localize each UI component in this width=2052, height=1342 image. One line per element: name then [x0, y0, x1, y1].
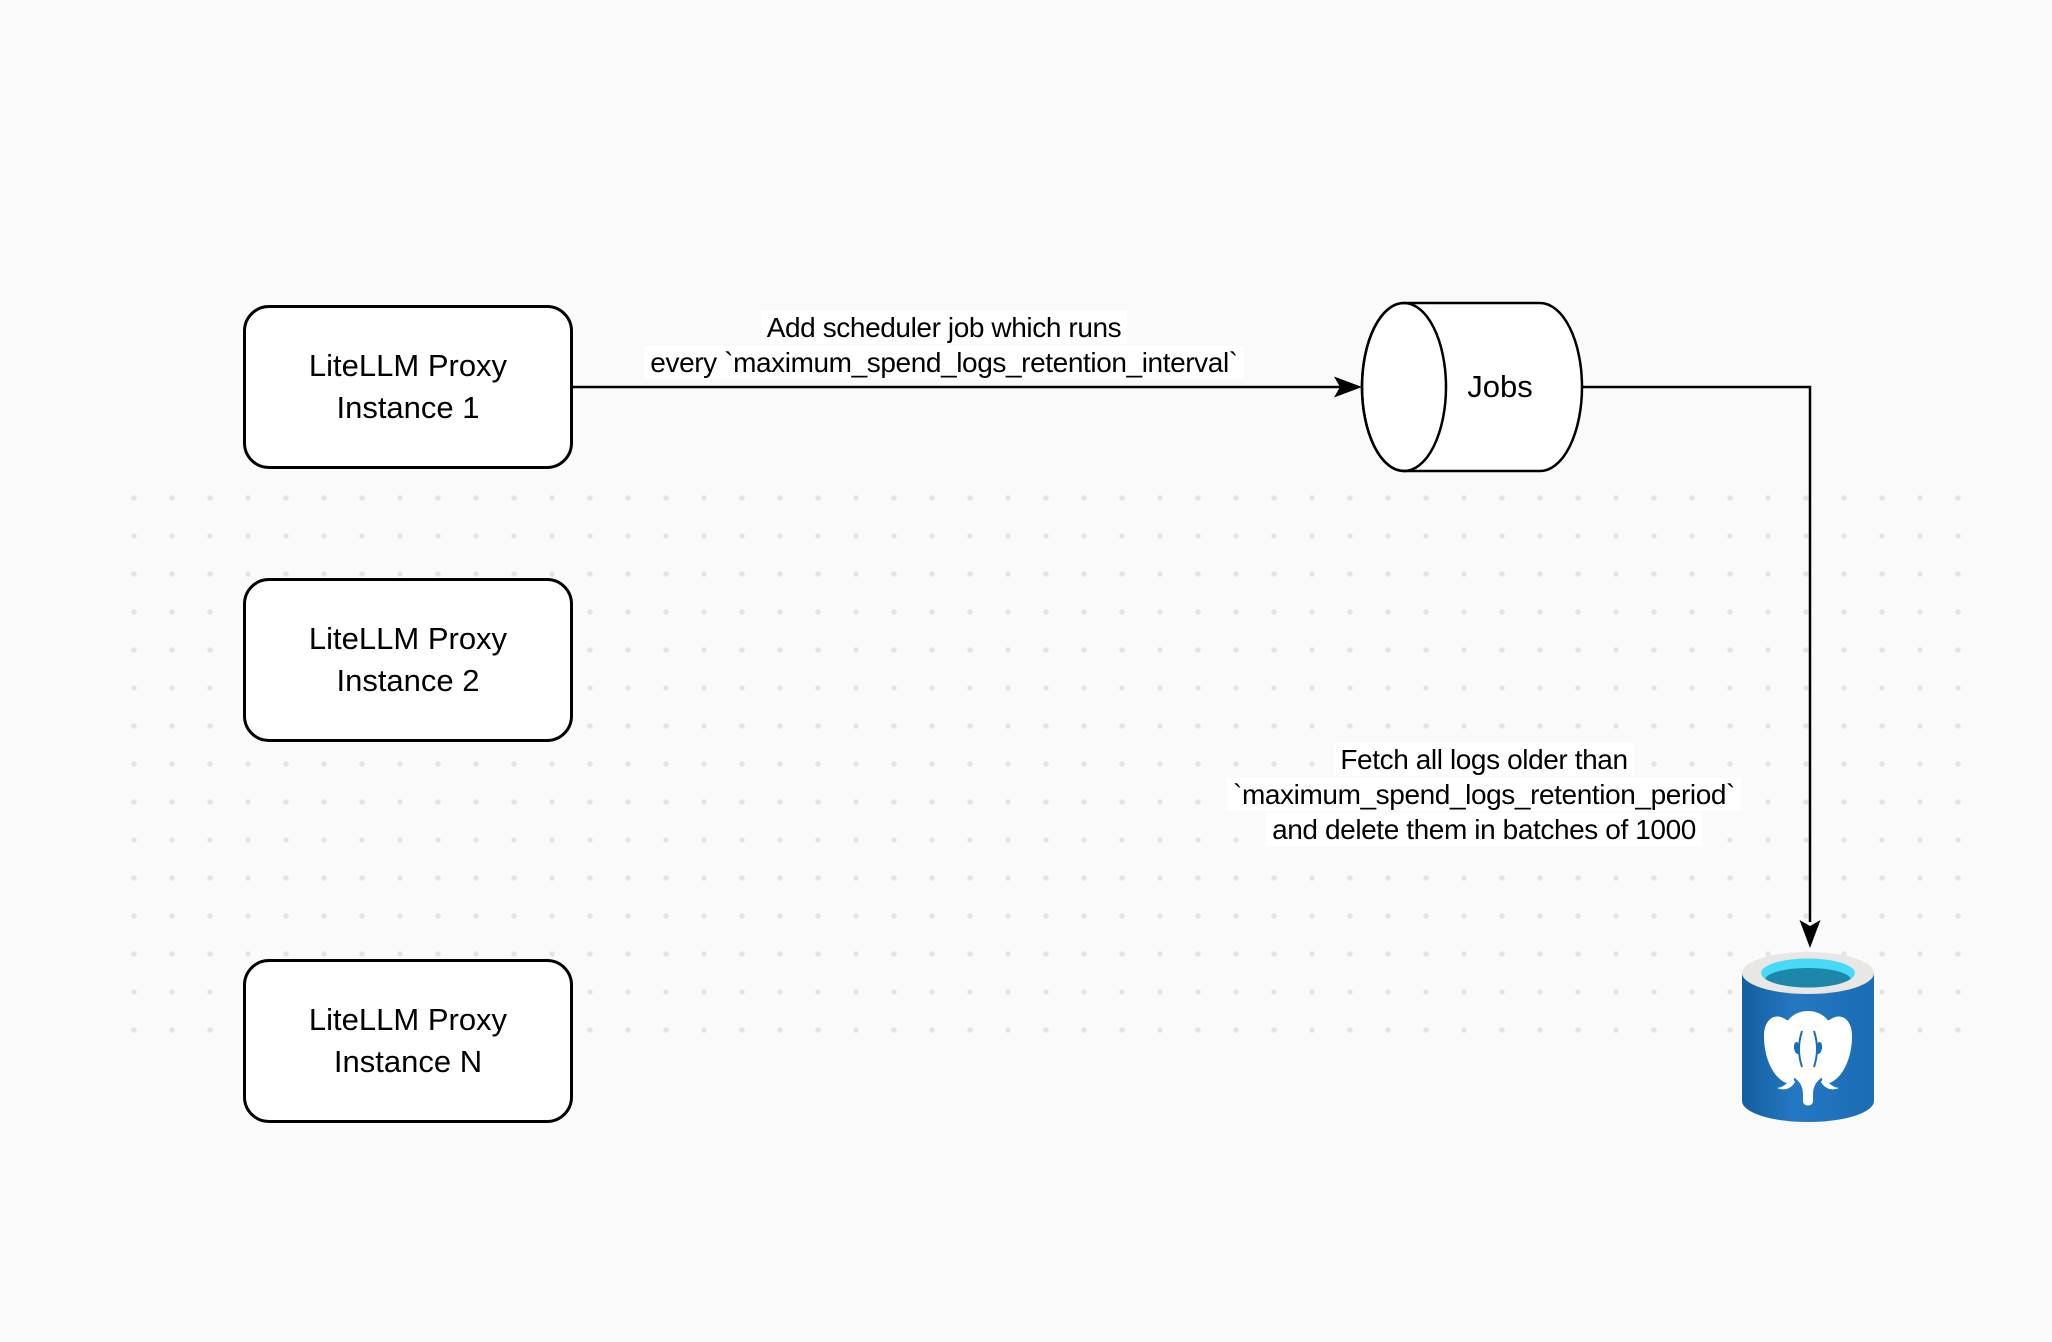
dot-grid-background: [115, 479, 1977, 1049]
node-proxy-instance-1: LiteLLM Proxy Instance 1: [243, 305, 573, 469]
node-label-line: Instance 2: [336, 663, 480, 698]
jobs-queue-label: Jobs: [1467, 369, 1533, 404]
node-label-line: LiteLLM Proxy: [308, 348, 508, 383]
postgres-elephant-glyph: [1764, 1011, 1852, 1106]
postgresql-database-icon: [1742, 952, 1874, 1122]
node-label-line: LiteLLM Proxy: [308, 621, 508, 656]
arrowhead-down-icon: [1799, 920, 1821, 948]
edge-label-fetch-delete: Fetch all logs older than `maximum_spend…: [1134, 742, 1834, 847]
edge-label-text: `maximum_spend_logs_retention_period`: [1227, 778, 1741, 811]
edge-label-text: Fetch all logs older than: [1334, 743, 1634, 776]
edge-label-text: Add scheduler job which runs: [760, 311, 1128, 344]
jobs-queue-cylinder: [1360, 301, 1584, 473]
edge-label-text: every `maximum_spend_logs_retention_inte…: [644, 346, 1244, 379]
edge-label-text: and delete them in batches of 1000: [1266, 813, 1702, 846]
node-proxy-instance-2: LiteLLM Proxy Instance 2: [243, 578, 573, 742]
scheduler-arrow: [573, 376, 1362, 398]
arrowhead-right-icon: [1334, 376, 1362, 398]
fetch-delete-connector: [1582, 385, 1821, 948]
node-label-line: Instance 1: [336, 390, 480, 425]
node-label-line: Instance N: [333, 1044, 483, 1079]
node-label-line: LiteLLM Proxy: [308, 1002, 508, 1037]
edge-label-scheduler: Add scheduler job which runs every `maxi…: [594, 310, 1294, 380]
node-proxy-instance-n: LiteLLM Proxy Instance N: [243, 959, 573, 1123]
